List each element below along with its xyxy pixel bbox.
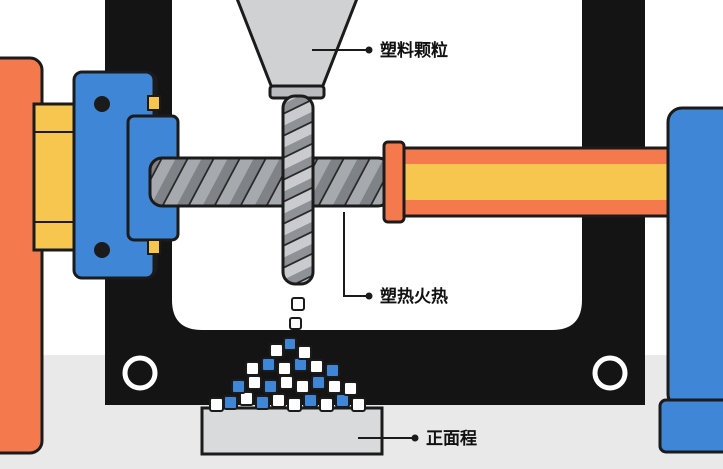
callout-hopper: 塑料颗粒	[312, 40, 448, 61]
machine-frame	[105, 0, 645, 405]
bearing-bolt-top	[94, 96, 110, 112]
hopper	[235, 0, 359, 90]
product-label: 正面程	[426, 429, 477, 449]
frame-bolt-left	[122, 355, 158, 391]
barrel-flange	[382, 140, 406, 224]
callout-heater: 塑热火热	[343, 212, 448, 307]
frame-bolt-right	[592, 355, 628, 391]
product-tray	[200, 406, 384, 456]
right-drive-unit	[666, 106, 723, 410]
hopper-label: 塑料颗粒	[380, 40, 448, 61]
bearing-bolt-bottom	[94, 242, 110, 258]
heater-label: 塑热火热	[380, 286, 448, 307]
vertical-screw	[281, 94, 315, 286]
falling-pellets	[283, 297, 305, 351]
horizontal-screw	[148, 156, 392, 208]
pellet-pile	[209, 343, 366, 412]
left-motor-housing	[0, 56, 44, 455]
right-drive-base	[658, 398, 723, 454]
callout-product: 正面程	[358, 429, 477, 449]
